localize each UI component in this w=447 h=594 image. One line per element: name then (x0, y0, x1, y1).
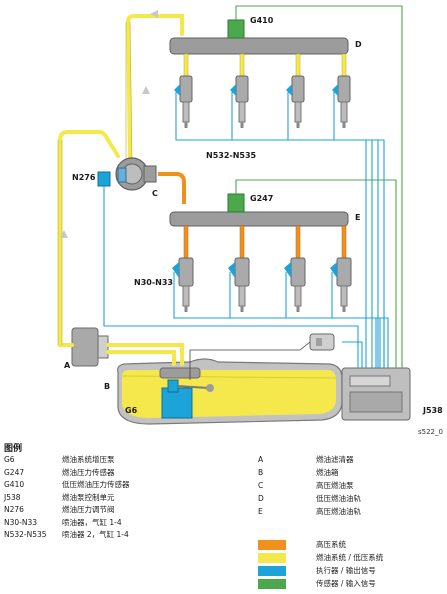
label-b: B (104, 382, 111, 391)
legend-code: J538 (4, 492, 21, 502)
sensor-signal-wires (235, 5, 403, 368)
injector-upper-2 (230, 53, 249, 128)
legend-swatch (258, 540, 286, 550)
legend-swatch-label: 传感器 / 输入信号 (316, 579, 376, 588)
relay-box (309, 333, 335, 351)
legend-description: 低压燃油油轨 (316, 494, 361, 503)
label-j538: J538 (423, 406, 443, 415)
pump-power-wire (189, 341, 311, 380)
legend-description: 高压燃油泵 (316, 481, 354, 490)
injector-upper-1 (174, 53, 193, 128)
label-a: A (64, 361, 71, 370)
legend-code: N532-N535 (4, 530, 47, 539)
label-g6: G6 (125, 406, 138, 415)
label-c: C (152, 189, 158, 198)
figure-id: s522_0 (418, 428, 443, 436)
legend-swatch-label: 执行器 / 输出信号 (316, 566, 376, 575)
pressure-regulator-valve-n276 (97, 171, 111, 187)
legend-code: D (258, 494, 264, 503)
high-pressure-pump-c (115, 157, 186, 204)
legend-code: N30-N33 (4, 517, 38, 527)
legend-code: C (258, 481, 264, 490)
injector-upper-3 (286, 53, 305, 128)
legend-description: 燃油系统增压泵 (62, 455, 115, 464)
label-e: E (355, 213, 361, 222)
injector-lower-1 (172, 225, 194, 312)
legend-description: 喷油器，气缸 1-4 (62, 517, 122, 527)
low-pressure-lines (58, 14, 184, 366)
label-n30-n33: N30-N33 (134, 278, 173, 287)
label-n532-n535: N532-N535 (206, 151, 257, 160)
legend-code: G6 (4, 455, 15, 464)
injector-upper-4 (332, 53, 351, 128)
legend-swatch (258, 553, 286, 563)
fuel-tank (117, 358, 343, 425)
legend-swatch (258, 566, 286, 576)
high-pressure-rail-e (169, 193, 349, 227)
legend-code: A (258, 455, 264, 464)
legend-description: 燃油箱 (316, 468, 339, 477)
label-g410: G410 (250, 16, 274, 25)
low-pressure-lines-outline (57, 21, 133, 345)
legend-swatch-label: 燃油系统 / 低压系统 (316, 553, 384, 562)
actuator-signal-wires (103, 92, 389, 368)
legend-description: 燃油压力调节阀 (62, 505, 115, 514)
injector-lower-3 (284, 225, 306, 312)
legend-description: 喷油器 2，气缸 1-4 (62, 530, 129, 539)
flow-arrows (60, 10, 158, 238)
injector-lower-4 (330, 225, 352, 312)
legend-description: 低压燃油压力传感器 (62, 480, 130, 489)
fuel-system-diagram: G410 D N532-N535 N276 C G247 E N30-N33 A… (57, 5, 443, 436)
legend-code: E (258, 507, 263, 516)
legend-code: G247 (4, 467, 25, 477)
fuel-pump-control-unit-j538 (341, 367, 411, 421)
legend-swatch-label: 高压系统 (316, 540, 346, 549)
lower-injectors-group (172, 225, 352, 312)
legend-title: 图例 (4, 444, 23, 454)
legend: 图例 G6 燃油系统增压泵 G247 燃油压力传感器 G410 低压燃油压力传感器 J538… (0, 440, 447, 594)
low-pressure-rail-d (169, 19, 349, 55)
upper-injectors-group (174, 53, 351, 128)
fuel-filter-a (71, 327, 109, 367)
legend-code: B (258, 468, 264, 477)
label-d: D (355, 40, 362, 49)
legend-description: 燃油压力传感器 (62, 467, 115, 477)
legend-description: 高压燃油油轨 (316, 507, 361, 516)
legend-code: N276 (4, 505, 24, 514)
legend-description: 燃油泵控制单元 (62, 492, 115, 502)
label-g247: G247 (250, 194, 274, 203)
legend-code: G410 (4, 480, 25, 489)
injector-lower-2 (228, 225, 250, 312)
label-n276: N276 (72, 173, 96, 182)
fuel-system-schematic (57, 5, 411, 425)
legend-swatch (258, 579, 286, 589)
legend-description: 燃油滤清器 (316, 455, 354, 464)
